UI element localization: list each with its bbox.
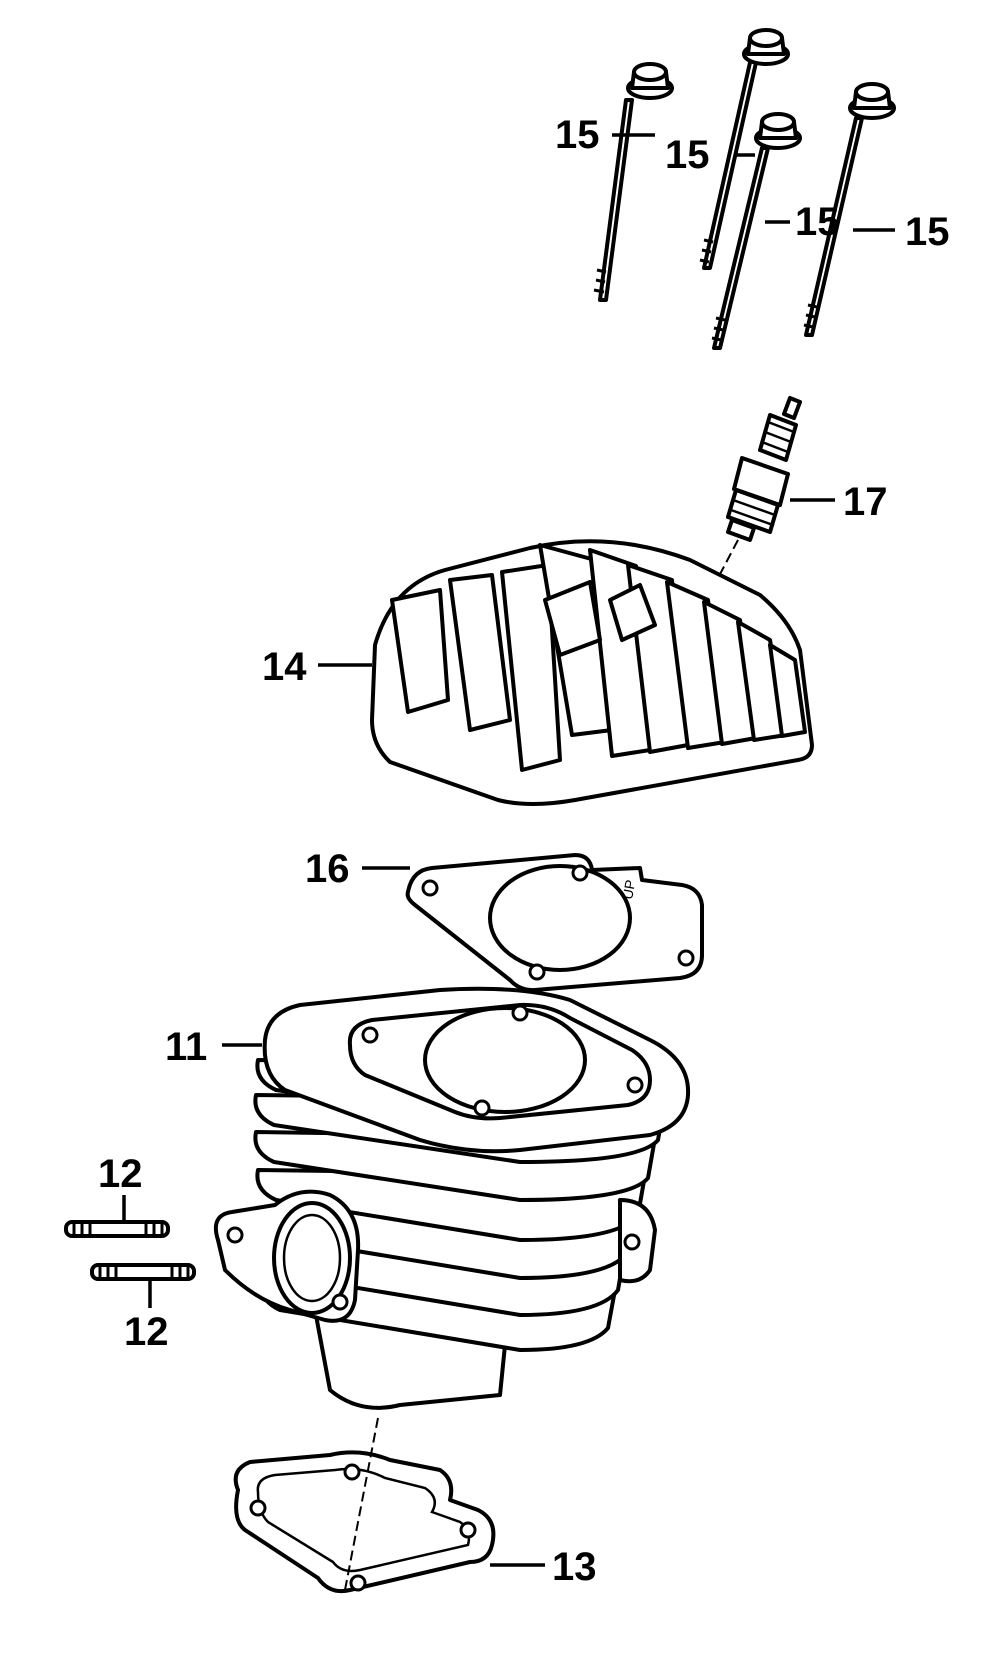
callout-11: 11 <box>165 1025 207 1069</box>
cylinder-head <box>370 539 814 806</box>
bolt-d <box>803 82 896 337</box>
callout-16: 16 <box>305 847 350 891</box>
callout-15-a: 15 <box>555 113 600 157</box>
callout-15-b: 15 <box>665 133 710 177</box>
callout-17: 17 <box>843 480 888 524</box>
callout-12-top: 12 <box>98 1152 143 1196</box>
bolt-b <box>699 28 790 270</box>
callout-14: 14 <box>262 645 307 689</box>
callout-15-c: 15 <box>795 200 840 244</box>
base-gasket <box>233 1450 496 1594</box>
gasket-up-marking: UP <box>619 879 638 901</box>
callout-12-bottom: 12 <box>124 1310 169 1354</box>
bolt-c <box>711 112 802 350</box>
cylinder <box>213 986 691 1410</box>
spark-plug <box>726 396 802 542</box>
callout-13: 13 <box>552 1545 597 1589</box>
stud-top <box>64 1220 170 1238</box>
bolt-a <box>593 62 674 302</box>
head-gasket: UP <box>405 853 704 993</box>
stud-bottom <box>90 1263 196 1281</box>
callout-15-d: 15 <box>905 210 950 254</box>
